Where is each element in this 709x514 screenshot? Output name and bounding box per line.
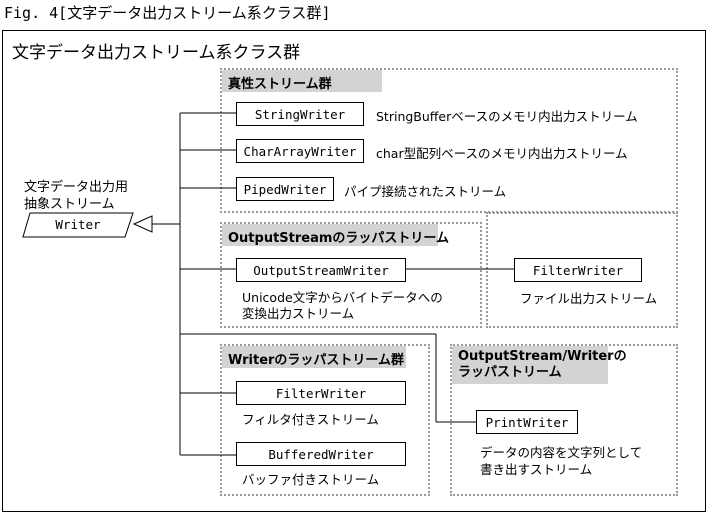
class-stringwriter[interactable]: StringWriter	[236, 102, 364, 126]
both-wrapper-title-line2: ラッパストリーム	[458, 365, 562, 380]
group-filterwriter-area	[486, 212, 678, 328]
desc-chararraywriter: char型配列ベースのメモリ内出力ストリーム	[376, 146, 628, 161]
desc-printwriter-line1: データの内容を文字列として	[480, 445, 643, 460]
desc-outputstreamwriter-line1: Unicode文字からバイトデータへの	[242, 290, 443, 305]
diagram-frame	[2, 30, 706, 512]
group-both-wrapper	[450, 344, 678, 496]
class-chararraywriter[interactable]: CharArrayWriter	[236, 139, 364, 163]
writer-class-box[interactable]: Writer	[22, 212, 134, 238]
group-sink-title: 真性ストリーム群	[222, 70, 382, 92]
desc-printwriter-line2: 書き出すストリーム	[480, 462, 593, 477]
figure-caption: Fig. 4[文字データ出力ストリーム系クラス群]	[4, 4, 331, 22]
both-wrapper-title-line1: OutputStream/Writerの	[458, 349, 627, 364]
group-both-wrapper-title: OutputStream/Writerの ラッパストリーム	[452, 346, 627, 384]
class-pipedwriter[interactable]: PipedWriter	[236, 177, 334, 201]
desc-stringwriter: StringBufferベースのメモリ内出力ストリーム	[376, 109, 638, 124]
class-printwriter[interactable]: PrintWriter	[476, 410, 578, 434]
desc-bufferedwriter: バッファ付きストリーム	[242, 472, 380, 487]
group-writer-wrapper	[220, 344, 430, 496]
desc-pipedwriter: パイプ接続されたストリーム	[344, 184, 507, 199]
class-bufferedwriter[interactable]: BufferedWriter	[236, 442, 406, 466]
desc-filterwriter: フィルタ付きストリーム	[242, 412, 379, 427]
group-outputstream-wrapper	[220, 222, 482, 328]
desc-filterwriter-file: ファイル出力ストリーム	[520, 291, 658, 306]
class-filterwriter[interactable]: FilterWriter	[236, 381, 406, 405]
group-outputstream-title: OutputStreamのラッパストリーム	[222, 224, 449, 246]
writer-label-line1: 文字データ出力用	[24, 180, 129, 195]
group-writer-wrapper-title: Writerのラッパストリーム群	[222, 346, 406, 368]
class-outputstreamwriter[interactable]: OutputStreamWriter	[236, 258, 406, 282]
inheritance-arrow-icon	[132, 215, 153, 233]
diagram-title: 文字データ出力ストリーム系クラス群	[12, 43, 301, 63]
desc-outputstreamwriter-line2: 変換出力ストリーム	[242, 306, 355, 321]
class-filterwriter-file[interactable]: FilterWriter	[514, 258, 642, 282]
writer-class-name: Writer	[55, 217, 101, 232]
writer-label-line2: 抽象ストリーム	[24, 197, 115, 212]
group-sink-streams	[220, 68, 678, 213]
